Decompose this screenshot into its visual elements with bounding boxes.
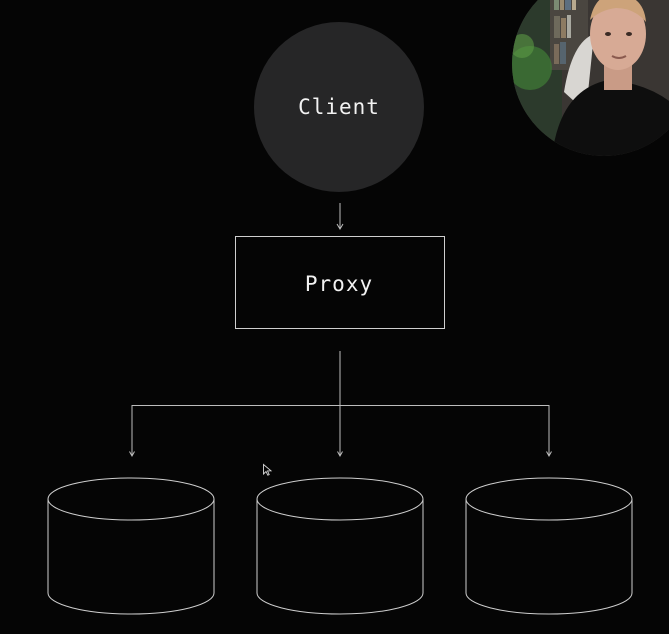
database-right — [465, 477, 633, 615]
proxy-label: Proxy — [305, 272, 373, 296]
database-center — [256, 477, 424, 615]
left-arrowhead — [129, 451, 135, 458]
right-arrowhead — [546, 451, 552, 458]
client-to-proxy-arrow — [336, 203, 344, 230]
mouse-pointer-icon — [263, 463, 273, 476]
client-node: Client — [254, 22, 424, 192]
center-arrowhead — [337, 451, 343, 458]
database-left — [47, 477, 215, 615]
client-label: Client — [298, 95, 380, 119]
proxy-node: Proxy — [235, 236, 445, 329]
proxy-box — [235, 236, 445, 329]
proxy-to-databases-connector — [129, 351, 552, 458]
client-circle — [254, 22, 424, 192]
